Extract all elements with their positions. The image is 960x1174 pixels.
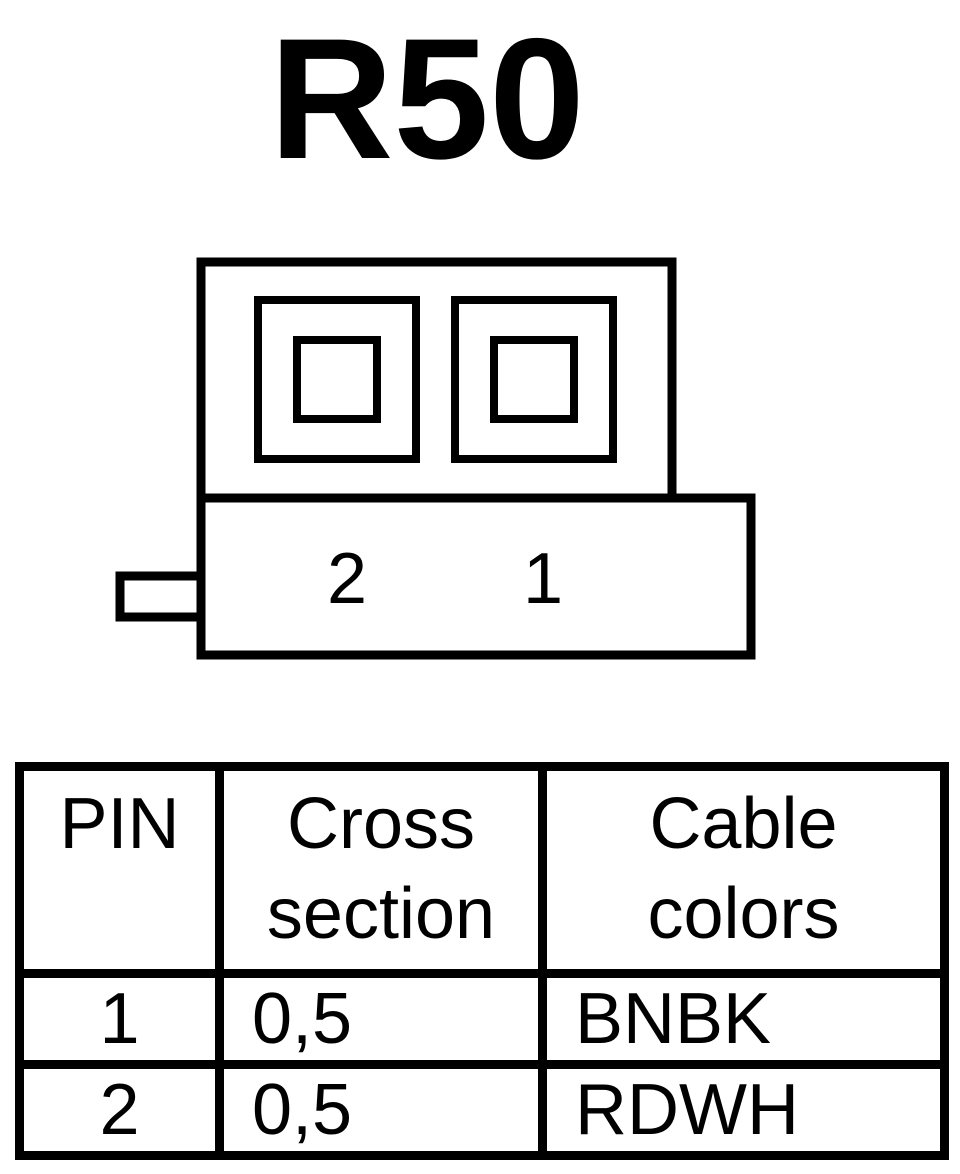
header-cable-colors-line-1: Cable — [649, 784, 838, 864]
cell-cross-section: 0,5 — [215, 1060, 547, 1160]
connector-diagram: R50 2 1 — [115, 3, 756, 660]
cell-cross-section: 0,5 — [215, 969, 547, 1069]
pin-table: PIN Cross section Cable colors 1 0,5 BNB… — [15, 762, 949, 1160]
pin-label-2: 2 — [327, 539, 367, 619]
cell-cable-colors: RDWH — [538, 1060, 949, 1160]
table-row: 1 0,5 BNBK — [15, 969, 949, 1069]
pin-label-1: 1 — [523, 539, 563, 619]
connector-latch-tab — [115, 571, 206, 622]
pin-cavity-2 — [254, 296, 420, 463]
header-cable-colors-line-2: colors — [647, 874, 840, 954]
cell-cable-colors: BNBK — [538, 969, 949, 1069]
header-cross-section: Cross section — [215, 762, 547, 978]
pin-cavity-1 — [451, 296, 617, 463]
cell-pin: 1 — [15, 969, 224, 1069]
table-header-row: PIN Cross section Cable colors — [15, 762, 949, 978]
table-row: 2 0,5 RDWH — [15, 1060, 949, 1160]
header-pin: PIN — [15, 762, 224, 978]
header-cable-colors: Cable colors — [538, 762, 949, 978]
header-cross-section-line-2: section — [266, 874, 496, 954]
connector-title: R50 — [269, 3, 585, 195]
header-cross-section-line-1: Cross — [286, 784, 475, 864]
connector-housing-bottom — [196, 493, 756, 660]
cell-pin: 2 — [15, 1060, 224, 1160]
